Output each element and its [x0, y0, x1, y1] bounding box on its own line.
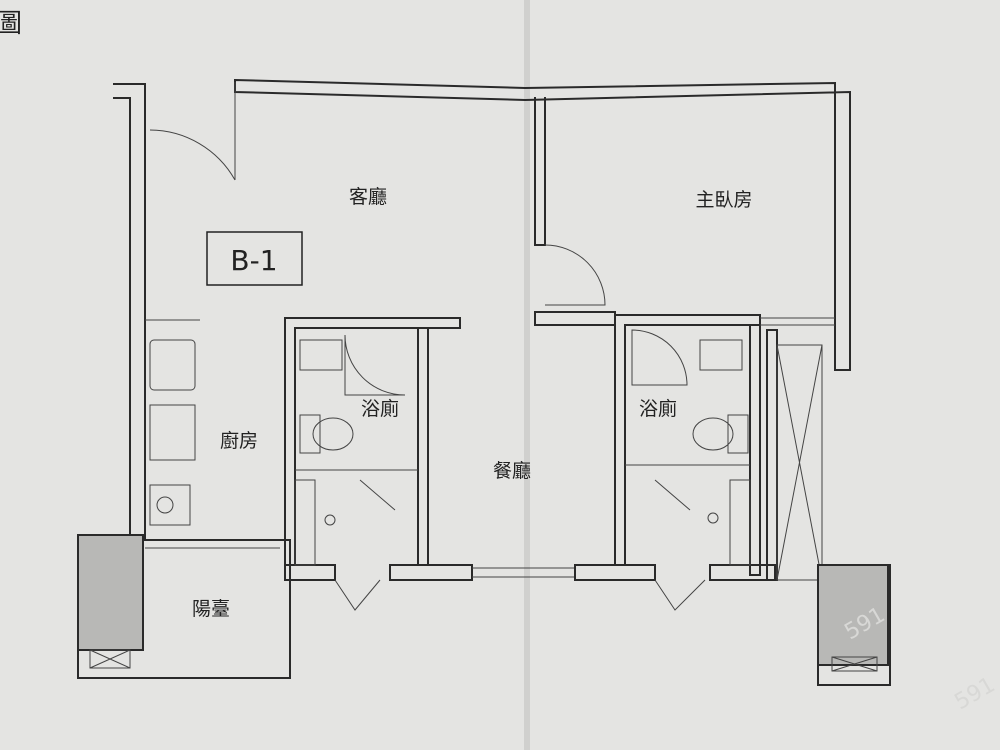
walls — [113, 78, 851, 581]
header-char: 圖 — [0, 9, 22, 39]
doors — [149, 82, 706, 611]
unit-label-box — [206, 231, 303, 286]
fixtures — [294, 339, 751, 566]
room-master-bedroom: 主臥房 — [695, 189, 752, 211]
room-balcony: 陽臺 — [192, 598, 230, 620]
balcony-right — [817, 564, 891, 686]
room-dining: 餐廳 — [493, 460, 531, 482]
unit-label: B-1 — [230, 244, 277, 277]
watermark-2: 591 — [951, 673, 1000, 716]
room-bathroom-right: 浴廁 — [639, 397, 677, 420]
room-living: 客廳 — [349, 186, 387, 208]
room-bathroom-left: 浴廁 — [361, 397, 399, 420]
balcony-left — [77, 534, 291, 679]
room-kitchen: 廚房 — [220, 429, 258, 452]
